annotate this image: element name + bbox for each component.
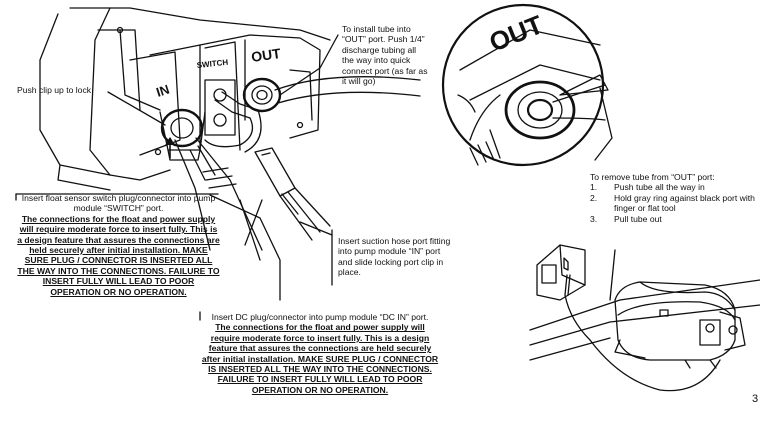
remove-out-title: To remove tube from “OUT” port: xyxy=(590,172,715,182)
switch-port-label: SWITCH xyxy=(196,58,229,70)
float-switch-callout: Insert float sensor switch plug/connecto… xyxy=(17,193,220,297)
remove-out-instructions: To remove tube from “OUT” port: 1.Push t… xyxy=(590,172,758,224)
pump-module-closeup xyxy=(15,7,421,321)
float-switch-intro: Insert float sensor switch plug/connecto… xyxy=(21,193,216,214)
dc-plug-intro: Insert DC plug/connector into pump modul… xyxy=(211,312,429,322)
dc-plug-warning: The connections for the float and power … xyxy=(201,322,439,395)
remove-out-steps: 1.Push tube all the way in 2.Hold gray r… xyxy=(590,182,758,224)
remove-step: 2.Hold gray ring against black port with… xyxy=(590,192,755,214)
float-switch-warning: The connections for the float and power … xyxy=(17,213,220,297)
dc-plug-callout: Insert DC plug/connector into pump modul… xyxy=(200,312,440,395)
in-port-label: IN xyxy=(154,82,171,100)
suction-hose-label: Insert suction hose port fitting into pu… xyxy=(338,236,451,278)
out-zoom-label: OUT xyxy=(485,9,547,57)
out-port-label: OUT xyxy=(250,45,282,65)
push-clip-label: Push clip up to lock xyxy=(17,85,92,95)
page-number: 3 xyxy=(752,393,759,405)
remove-step: 3.Pull tube out xyxy=(590,213,662,224)
installed-pump-scene xyxy=(529,244,760,392)
install-out-label: To install tube into “OUT” port. Push 1/… xyxy=(342,24,428,87)
out-port-zoom xyxy=(441,3,613,167)
remove-step: 1.Push tube all the way in xyxy=(590,182,705,193)
